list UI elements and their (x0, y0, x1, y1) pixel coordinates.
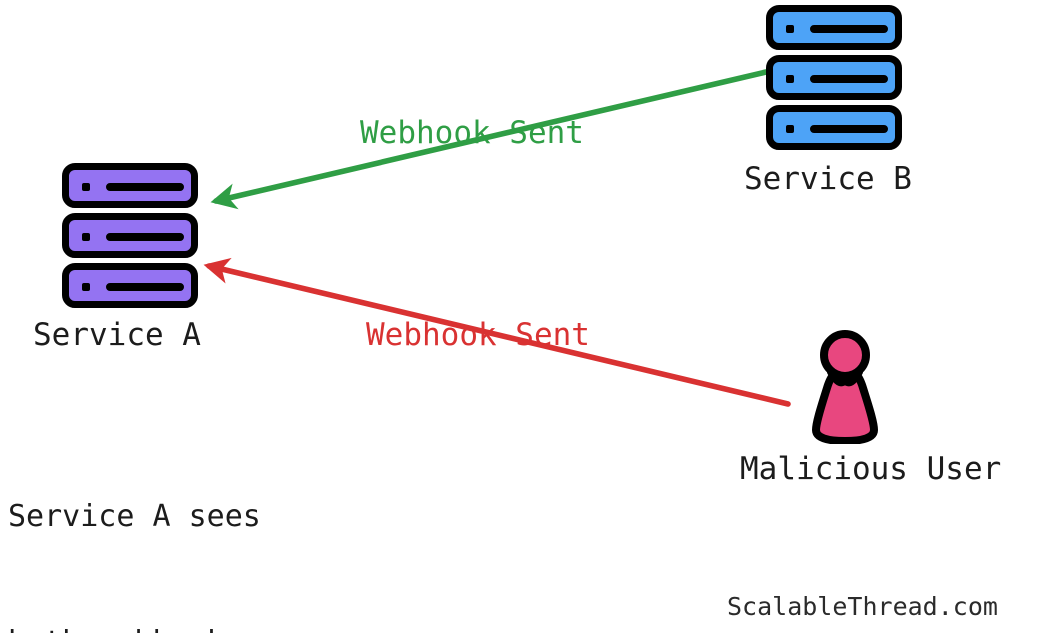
malicious-user-label: Malicious User (740, 451, 1002, 487)
server-led-icon (786, 125, 794, 133)
server-unit (766, 105, 902, 150)
server-slot-icon (106, 283, 184, 291)
server-led-icon (786, 25, 794, 33)
server-led-icon (82, 233, 90, 241)
malicious-user-icon (800, 330, 890, 445)
server-slot-icon (810, 25, 888, 33)
server-led-icon (82, 183, 90, 191)
server-slot-icon (106, 183, 184, 191)
service-a-icon (62, 163, 198, 309)
person-body-icon (812, 366, 878, 445)
service-a-label: Service A (33, 317, 201, 353)
person-head-icon (820, 330, 870, 380)
server-slot-icon (106, 233, 184, 241)
server-slot-icon (810, 75, 888, 83)
watermark: ScalableThread.com (727, 592, 998, 621)
note-line: both webhooks (8, 622, 261, 633)
server-unit (62, 163, 198, 208)
server-unit (766, 5, 902, 50)
arrow-label-webhook-legit: Webhook Sent (360, 115, 584, 151)
note-line: Service A sees (8, 499, 261, 534)
server-unit (62, 213, 198, 258)
server-led-icon (786, 75, 794, 83)
service-b-label: Service B (744, 161, 912, 197)
server-unit (766, 55, 902, 100)
server-unit (62, 263, 198, 308)
arrow-label-webhook-malicious: Webhook Sent (366, 317, 590, 353)
server-led-icon (82, 283, 90, 291)
note-service-a-validity: Service A sees both webhooks as valid (8, 412, 261, 633)
server-slot-icon (810, 125, 888, 133)
service-b-icon (766, 5, 902, 151)
